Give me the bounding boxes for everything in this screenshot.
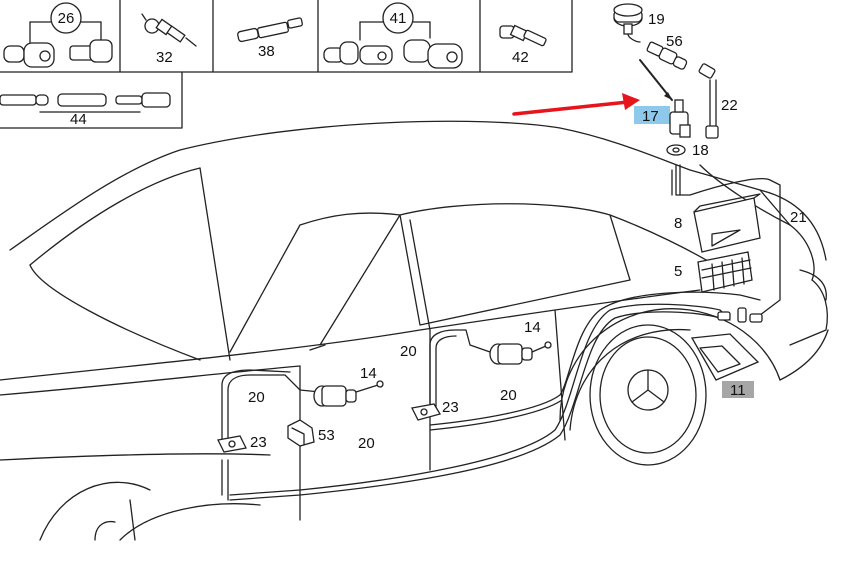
vacuum-lines [221, 164, 781, 501]
part-56-connector[interactable]: 56 [646, 33, 688, 70]
label-19: 19 [648, 11, 665, 28]
part-19-vacuum-unit[interactable]: 19 [613, 3, 665, 43]
label-38: 38 [258, 43, 275, 60]
label-21[interactable]: 21 [790, 209, 807, 226]
legend-table [0, 0, 573, 129]
car-outline [0, 120, 829, 541]
callout-circle-26 [50, 2, 82, 34]
part-23-front-clip[interactable]: 23 [217, 434, 267, 453]
label-23-rear: 23 [442, 399, 459, 416]
highlight-11 [722, 381, 754, 398]
label-20-rear-door[interactable]: 20 [400, 343, 417, 360]
label-14-rear: 14 [524, 319, 541, 336]
label-32: 32 [156, 49, 173, 66]
label-5: 5 [674, 263, 682, 280]
label-42: 42 [512, 49, 529, 66]
highlight-17 [634, 106, 670, 124]
label-26: 26 [58, 10, 75, 27]
label-20-sill[interactable]: 20 [358, 435, 375, 452]
label-23-front: 23 [250, 434, 267, 451]
label-17: 17 [642, 108, 659, 125]
legend-cell-44[interactable]: 44 [0, 92, 171, 128]
legend-cell-38[interactable]: 38 [237, 17, 303, 60]
label-18: 18 [692, 142, 709, 159]
part-14-front-actuator[interactable]: 14 [313, 365, 384, 407]
part-5-relay-module[interactable]: 5 [674, 251, 753, 293]
part-22-hose[interactable]: 22 [698, 63, 738, 139]
legend-cell-41[interactable]: 41 [323, 2, 463, 69]
label-14-front: 14 [360, 365, 377, 382]
part-14-rear-actuator[interactable]: 14 [489, 319, 552, 365]
label-11: 11 [730, 382, 746, 399]
label-53: 53 [318, 427, 335, 444]
legend-cell-32[interactable]: 32 [141, 13, 197, 66]
connector-part [3, 45, 25, 63]
callout-circle-41 [382, 2, 414, 34]
label-20-lower[interactable]: 20 [500, 387, 517, 404]
label-56: 56 [666, 33, 683, 50]
part-18-washer[interactable]: 18 [666, 142, 709, 159]
label-22: 22 [721, 97, 738, 114]
legend-cell-42[interactable]: 42 [499, 24, 547, 66]
label-20-front-door[interactable]: 20 [248, 389, 265, 406]
part-53-clamp[interactable]: 53 [287, 419, 335, 447]
label-8: 8 [674, 215, 682, 232]
leader-arrowhead [664, 92, 672, 100]
line-fittings [717, 307, 763, 323]
label-44: 44 [70, 111, 87, 128]
part-11-bracket[interactable]: 11 [690, 333, 760, 399]
part-8-control-module[interactable]: 8 [674, 193, 761, 253]
part-17-actuator[interactable]: 17 [634, 99, 691, 138]
legend-cell-26[interactable]: 26 [3, 2, 113, 68]
red-pointer-arrow [512, 93, 640, 116]
label-41: 41 [390, 10, 407, 27]
part-23-rear-clip[interactable]: 23 [411, 399, 459, 421]
